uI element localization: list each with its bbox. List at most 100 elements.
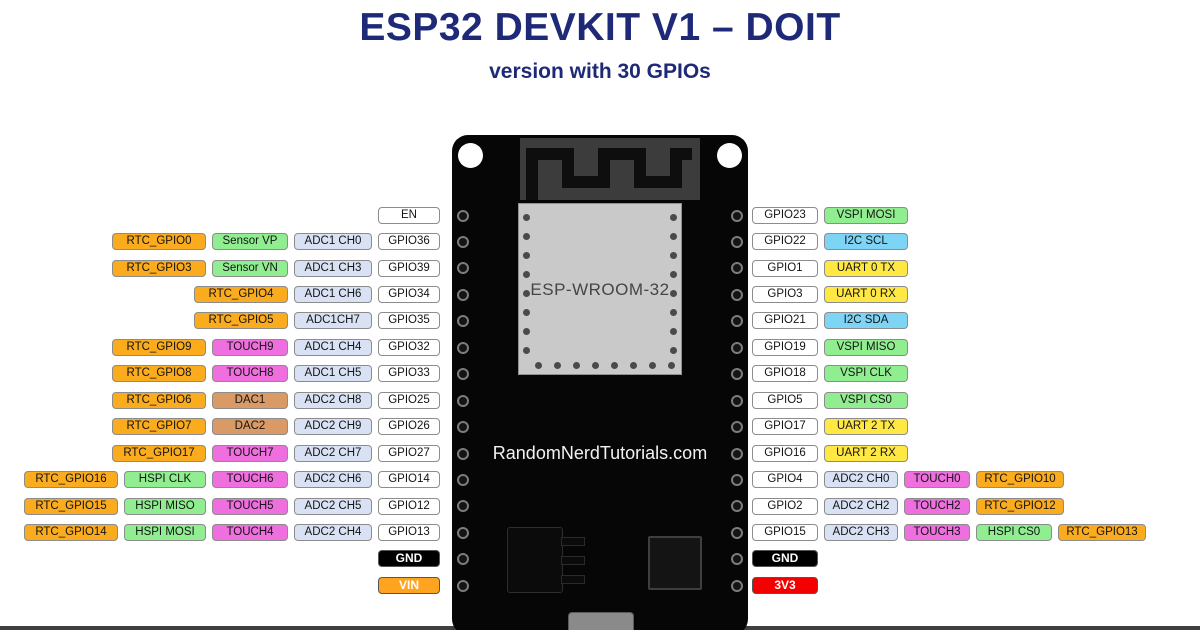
pin-label-rtc-gpio15: RTC_GPIO15 — [24, 497, 118, 515]
pin-hole — [457, 553, 469, 566]
pin-label-gpio21: GPIO21 — [752, 312, 818, 330]
pin-row-right-14: GND — [752, 550, 818, 568]
pin-row-left-15: VIN — [378, 576, 440, 594]
pin-label-dac2: DAC2 — [212, 418, 288, 436]
pin-label-rtc-gpio5: RTC_GPIO5 — [194, 312, 288, 330]
pin-hole — [731, 526, 743, 539]
pin-hole — [457, 447, 469, 460]
module-pad-dot — [630, 362, 637, 369]
module-pad-dot — [535, 362, 542, 369]
pin-hole — [731, 394, 743, 407]
module-pad-dot — [523, 290, 530, 297]
pin-label-touch0: TOUCH0 — [904, 471, 970, 489]
pin-row-left-14: GND — [378, 550, 440, 568]
pin-label-rtc-gpio14: RTC_GPIO14 — [24, 524, 118, 541]
chip — [648, 536, 702, 590]
pin-label-gpio5: GPIO5 — [752, 391, 818, 409]
pin-label-touch8: TOUCH8 — [212, 365, 288, 383]
module-pad-dot — [668, 362, 675, 369]
pin-row-right-2: GPIO22 I2C SCL — [752, 233, 908, 251]
module-pad-dot — [523, 252, 530, 259]
module-pad-dot — [670, 252, 677, 259]
pin-label-adc2-ch3: ADC2 CH3 — [824, 524, 898, 541]
pin-label-dac1: DAC1 — [212, 391, 288, 409]
pin-label-rtc-gpio0: RTC_GPIO0 — [112, 233, 206, 251]
pin-label-adc2-ch0: ADC2 CH0 — [824, 471, 898, 489]
pin-label-i2c-scl: I2C SCL — [824, 233, 908, 251]
module-pad-dot — [611, 362, 618, 369]
module-pad-dot — [670, 309, 677, 316]
pin-label-gpio35: GPIO35 — [378, 312, 440, 330]
pin-label-gpio22: GPIO22 — [752, 233, 818, 251]
pin-label-rtc-gpio13: RTC_GPIO13 — [1058, 524, 1146, 541]
page-subtitle: version with 30 GPIOs — [489, 60, 711, 83]
pin-label-en: EN — [378, 206, 440, 224]
pin-row-left-1: EN — [378, 206, 440, 224]
module-pad-dot — [523, 271, 530, 278]
pin-label-rtc-gpio7: RTC_GPIO7 — [112, 418, 206, 436]
module-pad-dot — [523, 309, 530, 316]
pin-label-vin: VIN — [378, 576, 440, 594]
pin-label-adc1-ch0: ADC1 CH0 — [294, 233, 372, 251]
pin-hole — [731, 315, 743, 328]
pin-label-touch9: TOUCH9 — [212, 338, 288, 356]
pin-label-sensor-vn: Sensor VN — [212, 259, 288, 277]
pin-label-adc1-ch3: ADC1 CH3 — [294, 259, 372, 277]
watermark-text: RandomNerdTutorials.com — [492, 443, 708, 463]
pin-label-rtc-gpio10: RTC_GPIO10 — [976, 471, 1064, 489]
module-pad-dot — [649, 362, 656, 369]
pin-label-rtc-gpio6: RTC_GPIO6 — [112, 391, 206, 409]
pin-label-gpio14: GPIO14 — [378, 471, 440, 489]
pin-label-gpio26: GPIO26 — [378, 418, 440, 436]
pin-hole — [731, 474, 743, 486]
pin-hole — [731, 579, 743, 592]
pin-hole — [457, 341, 469, 354]
pin-hole — [457, 579, 469, 592]
pin-label-vspi-cs0: VSPI CS0 — [824, 391, 908, 409]
pin-label-gpio17: GPIO17 — [752, 418, 818, 436]
regulator-leg — [561, 556, 585, 565]
page-title: ESP32 DEVKIT V1 – DOIT — [359, 6, 841, 49]
pin-label-gpio23: GPIO23 — [752, 206, 818, 224]
pin-hole — [731, 235, 743, 248]
pin-hole — [457, 500, 469, 513]
pin-label-gpio12: GPIO12 — [378, 497, 440, 515]
module-pad-dot — [523, 233, 530, 240]
pin-label-gpio18: GPIO18 — [752, 365, 818, 383]
pin-label-hspi-miso: HSPI MISO — [124, 497, 206, 515]
pin-label-rtc-gpio8: RTC_GPIO8 — [112, 365, 206, 383]
pin-label-adc2-ch2: ADC2 CH2 — [824, 497, 898, 515]
module-pad-dot — [573, 362, 580, 369]
pin-label-touch6: TOUCH6 — [212, 471, 288, 489]
pin-label-adc2-ch5: ADC2 CH5 — [294, 497, 372, 515]
module-pad-dot — [554, 362, 561, 369]
esp-wroom-32-module: ESP-WROOM-32 — [518, 203, 682, 375]
pin-hole — [457, 288, 469, 301]
pin-label-gpio3: GPIO3 — [752, 285, 818, 303]
pin-row-right-8: GPIO5 VSPI CS0 — [752, 391, 908, 409]
pin-hole — [731, 288, 743, 301]
pin-label-gpio27: GPIO27 — [378, 444, 440, 462]
pin-label-uart-2-rx: UART 2 RX — [824, 444, 908, 462]
voltage-regulator — [507, 527, 563, 593]
pin-hole — [731, 553, 743, 566]
pin-label-gpio4: GPIO4 — [752, 471, 818, 489]
pin-label-touch2: TOUCH2 — [904, 497, 970, 515]
pin-hole — [457, 368, 469, 381]
module-pad-dot — [670, 214, 677, 221]
pin-label-vspi-miso: VSPI MISO — [824, 338, 908, 356]
pin-row-right-11: GPIO4 ADC2 CH0 TOUCH0 RTC_GPIO10 — [752, 471, 1064, 489]
pin-label-uart-0-tx: UART 0 TX — [824, 259, 908, 277]
